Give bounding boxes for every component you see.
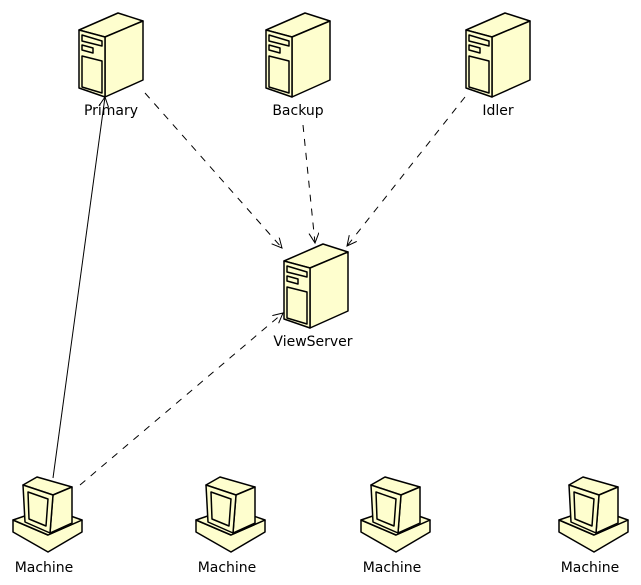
node-label: Machine	[363, 560, 422, 576]
server-icon	[265, 12, 331, 98]
node-label: Machine	[561, 560, 620, 576]
node-label: Idler	[482, 103, 514, 119]
node-machine-2[interactable]: Machine	[195, 476, 266, 576]
computer-icon	[360, 476, 431, 553]
edge-machine-primary	[52, 97, 105, 479]
node-label: Primary	[84, 103, 138, 119]
node-viewserver[interactable]: ViewServer	[273, 243, 353, 350]
edge-primary-viewserver	[144, 92, 282, 248]
node-label: Backup	[272, 103, 323, 119]
node-machine-3[interactable]: Machine	[360, 476, 431, 576]
node-backup[interactable]: Backup	[265, 12, 331, 119]
edge-backup-viewserver	[302, 124, 315, 243]
server-icon	[78, 12, 144, 98]
computer-icon	[558, 476, 629, 553]
server-icon	[465, 12, 531, 98]
node-label: Machine	[198, 560, 257, 576]
server-icon	[283, 243, 349, 329]
edge-idler-viewserver	[347, 96, 466, 246]
node-label: Machine	[15, 560, 74, 576]
node-idler[interactable]: Idler	[465, 12, 531, 119]
node-label: ViewServer	[273, 334, 352, 350]
node-machine-4[interactable]: Machine	[558, 476, 629, 576]
node-primary[interactable]: Primary	[78, 12, 144, 119]
node-machine-1[interactable]: Machine	[12, 476, 83, 576]
computer-icon	[195, 476, 266, 553]
edge-machine-viewserver	[79, 313, 283, 486]
computer-icon	[12, 476, 83, 553]
